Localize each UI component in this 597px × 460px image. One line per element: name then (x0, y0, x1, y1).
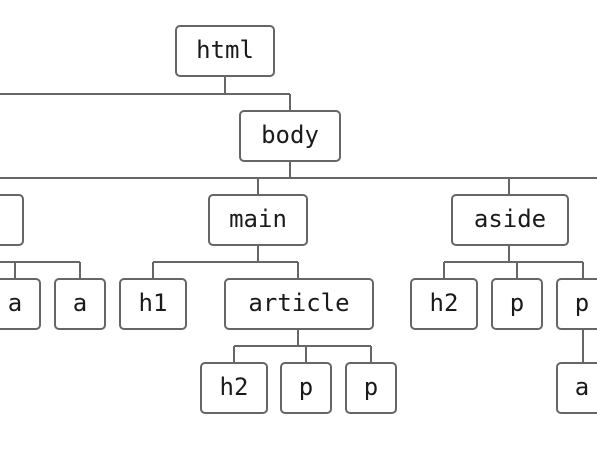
node-nav: nav (0, 194, 24, 246)
connector-nav (0, 261, 81, 279)
connector-aside (443, 245, 584, 279)
node-aside-p-2: p (556, 278, 597, 330)
node-aside-h2: h2 (410, 278, 478, 330)
connector-html (0, 77, 291, 111)
node-main-article: article (224, 278, 374, 330)
node-aside-p-1: p (491, 278, 543, 330)
node-nav-a-3: a (54, 278, 106, 330)
node-aside-p-a: a (556, 362, 597, 414)
node-aside: aside (451, 194, 569, 246)
node-html: html (175, 25, 275, 77)
node-article-p-2: p (345, 362, 397, 414)
node-body: body (239, 110, 341, 162)
node-article-h2: h2 (200, 362, 268, 414)
connector-article (233, 329, 372, 363)
connector-main (152, 245, 299, 279)
connector-body (0, 161, 597, 195)
node-nav-a-2: a (0, 278, 41, 330)
node-main: main (208, 194, 308, 246)
node-article-p-1: p (280, 362, 332, 414)
node-main-h1: h1 (119, 278, 187, 330)
